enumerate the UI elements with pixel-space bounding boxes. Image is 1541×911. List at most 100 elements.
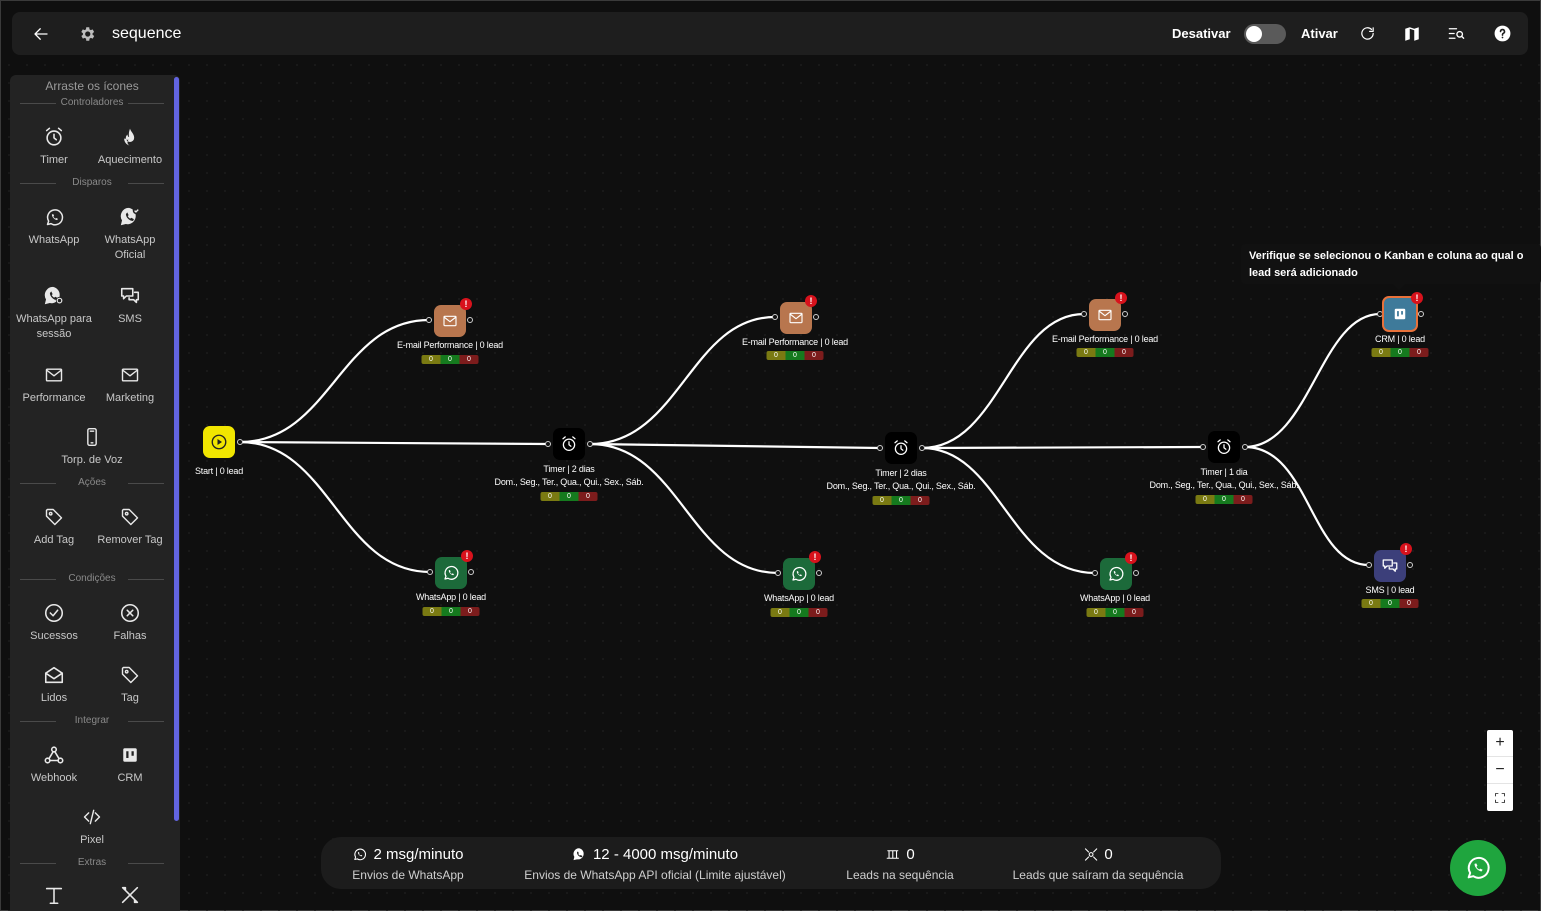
input-port[interactable] <box>772 314 778 320</box>
gear-icon[interactable] <box>76 23 98 45</box>
sidebar-item-success[interactable]: Sucessos <box>14 599 94 644</box>
toggle-knob <box>1246 25 1262 42</box>
sidebar-item-warmup[interactable]: Aquecimento <box>90 123 170 168</box>
sidebar-item-performance[interactable]: Performance <box>14 361 94 406</box>
activate-label: Ativar <box>1301 26 1338 41</box>
sms-node-box[interactable] <box>1374 550 1406 582</box>
sequence-stats-bar: 2 msg/minuto Envios de WhatsApp 12 - 400… <box>321 837 1221 889</box>
zoom-out-button[interactable]: − <box>1487 757 1513 784</box>
sidebar-item-add-tag[interactable]: Add Tag <box>14 503 94 548</box>
whatsapp-node-box[interactable] <box>783 558 815 590</box>
node-label: Timer | 2 dias <box>543 464 595 474</box>
input-port[interactable] <box>775 570 781 576</box>
node-label: Start | 0 lead <box>194 466 244 476</box>
sidebar-item-label: Torp. de Voz <box>61 454 123 466</box>
output-port[interactable] <box>587 441 593 447</box>
whatsapp-node-box[interactable] <box>1100 558 1132 590</box>
input-port[interactable] <box>427 569 433 575</box>
start-node-box[interactable] <box>203 426 235 458</box>
whatsapp-node-box[interactable] <box>435 557 467 589</box>
fit-view-button[interactable] <box>1487 784 1513 811</box>
code-icon <box>52 803 132 831</box>
input-port[interactable] <box>1366 562 1372 568</box>
sidebar-item-tools[interactable] <box>90 881 170 911</box>
sidebar-item-text-tool[interactable] <box>14 881 94 911</box>
sidebar-item-sms[interactable]: SMS <box>90 282 170 327</box>
sidebar-item-tag[interactable]: Tag <box>90 661 170 706</box>
input-port[interactable] <box>877 445 883 451</box>
sidebar-item-whatsapp[interactable]: WhatsApp <box>14 203 94 248</box>
flow-canvas[interactable] <box>0 56 1541 911</box>
stat-value: 2 msg/minuto <box>373 846 464 863</box>
stat-label: Leads que saíram da sequência <box>1012 868 1184 882</box>
search-list-icon[interactable] <box>1445 23 1467 45</box>
zoom-in-button[interactable]: + <box>1487 730 1513 757</box>
input-port[interactable] <box>1200 444 1206 450</box>
output-port[interactable] <box>1407 562 1413 568</box>
node-label: Timer | 2 dias <box>875 468 927 478</box>
output-port[interactable] <box>1133 570 1139 576</box>
timer-node-box[interactable] <box>553 428 585 460</box>
output-port[interactable] <box>1242 444 1248 450</box>
back-arrow-icon[interactable] <box>30 23 52 45</box>
sidebar-item-timer[interactable]: Timer <box>14 123 94 168</box>
input-port[interactable] <box>426 317 432 323</box>
sidebar-item-pixel[interactable]: Pixel <box>52 803 132 848</box>
page-title: sequence <box>112 24 182 42</box>
chat-bubbles-icon <box>90 282 170 310</box>
input-port[interactable] <box>545 441 551 447</box>
stat-label: Leads na sequência <box>846 868 954 882</box>
whatsapp-support-button[interactable] <box>1450 840 1506 896</box>
sidebar-item-webhook[interactable]: Webhook <box>14 741 94 786</box>
output-port[interactable] <box>919 445 925 451</box>
users-group-icon <box>886 850 899 859</box>
sidebar-item-whatsapp-session[interactable]: WhatsApp para sessão <box>14 282 94 342</box>
text-tool-icon <box>14 881 94 909</box>
node-label: WhatsApp | 0 lead <box>416 592 486 602</box>
warning-badge: ! <box>809 551 821 563</box>
zoom-controls: + − <box>1487 730 1513 811</box>
output-port[interactable] <box>1418 311 1424 317</box>
stat-leads-out: 0 Leads que saíram da sequência <box>1013 837 1184 882</box>
warning-badge: ! <box>1400 543 1412 555</box>
deactivate-label: Desativar <box>1172 26 1231 41</box>
sidebar-item-failures[interactable]: Falhas <box>90 599 170 644</box>
input-port[interactable] <box>1092 570 1098 576</box>
whatsapp-icon <box>792 566 807 581</box>
mail-icon <box>14 361 94 389</box>
sidebar-item-label: Performance <box>22 392 86 404</box>
email-node-box[interactable] <box>434 305 466 337</box>
output-port[interactable] <box>1122 311 1128 317</box>
input-port[interactable] <box>1081 311 1087 317</box>
sidebar-item-crm[interactable]: CRM <box>90 741 170 786</box>
sidebar-item-voice[interactable]: Torp. de Voz <box>52 423 132 468</box>
sidebar-item-marketing[interactable]: Marketing <box>90 361 170 406</box>
email-node-box[interactable] <box>1089 299 1121 331</box>
output-port[interactable] <box>468 569 474 575</box>
output-port[interactable] <box>237 439 243 445</box>
timer-node-box[interactable] <box>1208 431 1240 463</box>
refresh-icon[interactable] <box>1356 23 1378 45</box>
node-label: CRM | 0 lead <box>1375 334 1425 344</box>
whatsapp-icon <box>354 848 367 861</box>
output-port[interactable] <box>467 317 473 323</box>
x-circle-icon <box>90 599 170 627</box>
timer-node-box[interactable] <box>885 432 917 464</box>
email-node-box[interactable] <box>780 302 812 334</box>
output-port[interactable] <box>813 314 819 320</box>
map-icon[interactable] <box>1401 23 1423 45</box>
sidebar-item-whatsapp-official[interactable]: WhatsApp Oficial <box>90 203 170 263</box>
sidebar-item-remove-tag[interactable]: Remover Tag <box>90 503 170 548</box>
open-envelope-icon <box>14 661 94 689</box>
sidebar-item-read[interactable]: Lidos <box>14 661 94 706</box>
activation-toggle[interactable] <box>1244 23 1286 44</box>
help-icon[interactable] <box>1491 23 1513 45</box>
sidebar-scrollbar[interactable] <box>174 77 179 821</box>
mail-icon <box>90 361 170 389</box>
mail-icon <box>443 315 457 327</box>
exit-users-icon <box>1084 848 1097 861</box>
output-port[interactable] <box>816 570 822 576</box>
